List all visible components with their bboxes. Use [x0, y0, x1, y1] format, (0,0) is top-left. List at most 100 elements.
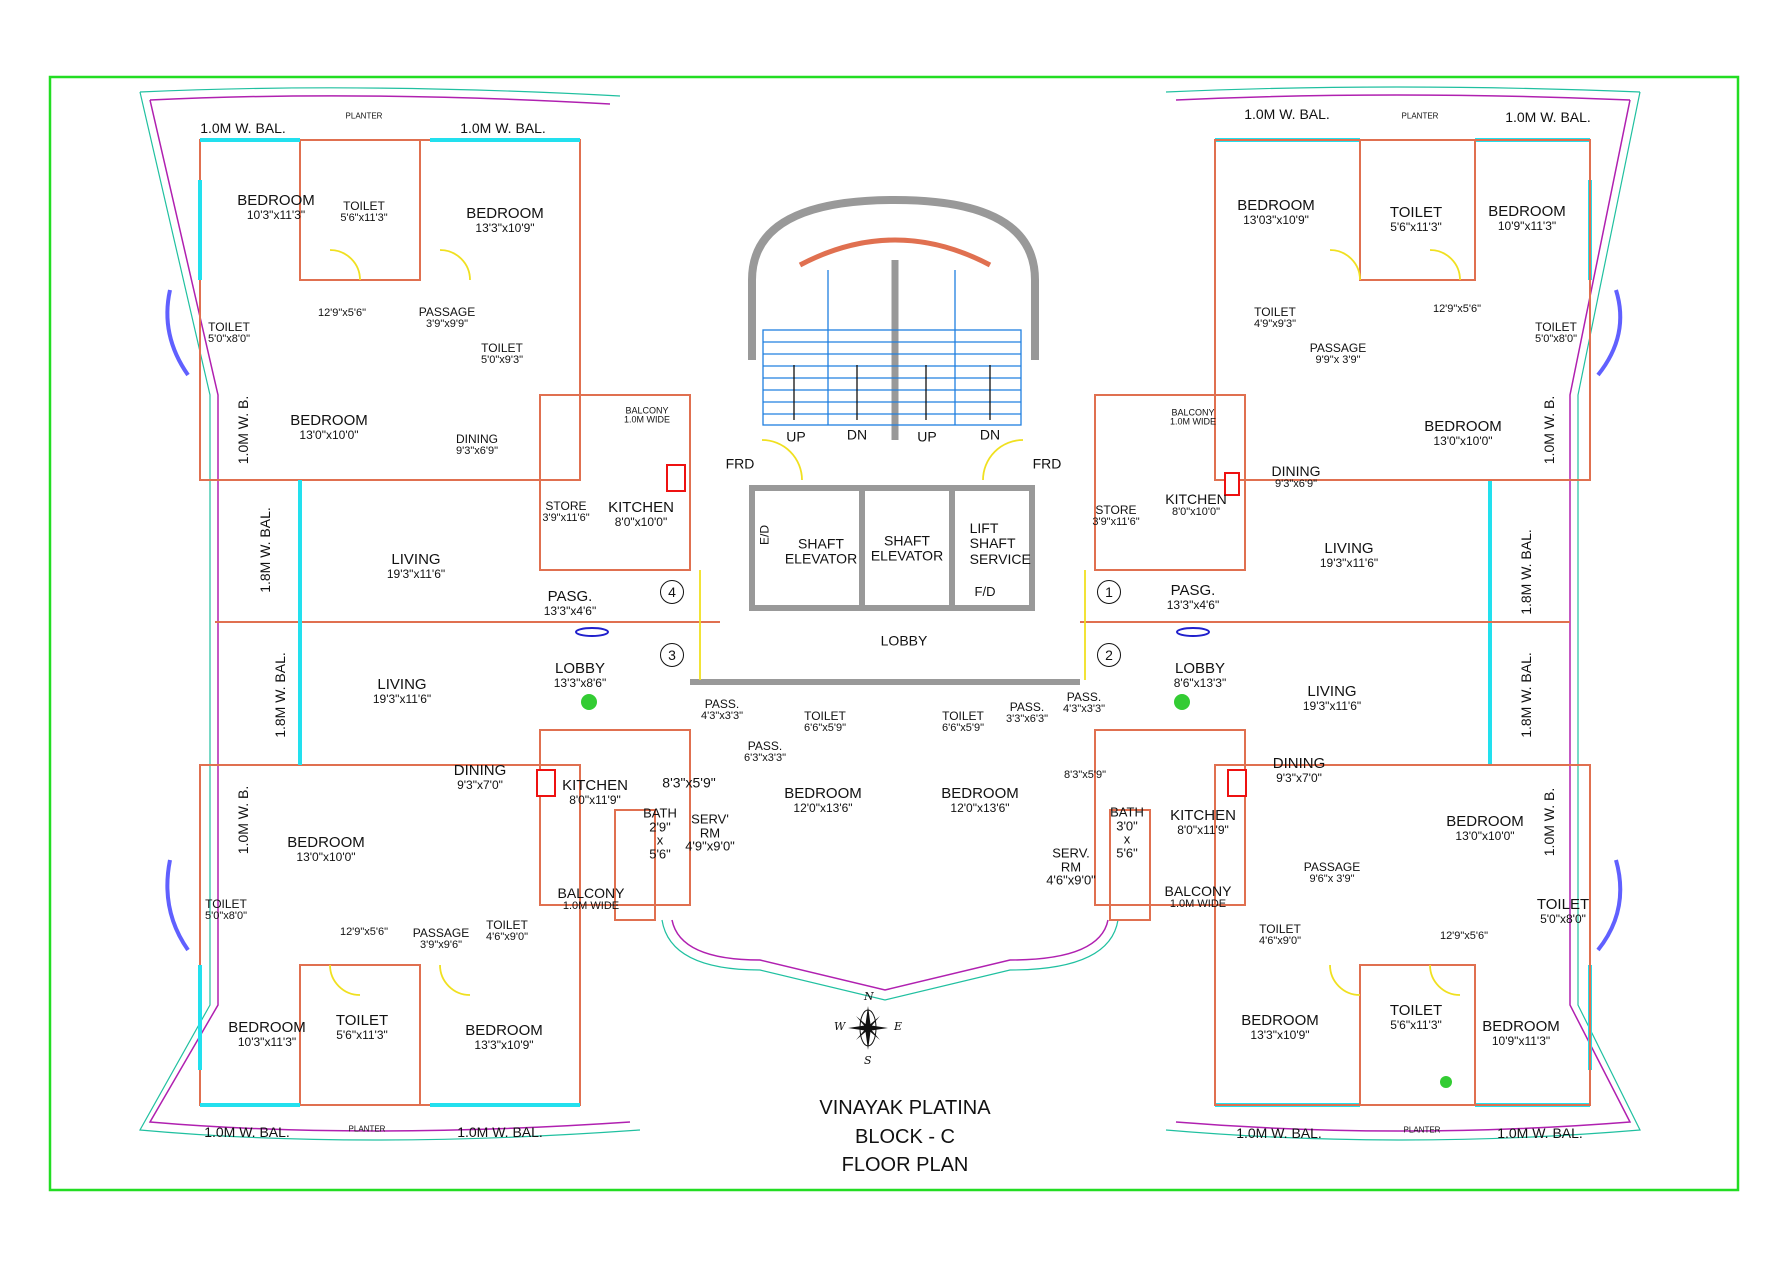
planter-label: PLANTER [345, 111, 383, 121]
left-flat-walls [199, 139, 720, 1106]
room-label-dress: 12'9"x5'6" [1439, 930, 1489, 943]
room-label-dress: 12'9"x5'6" [339, 926, 389, 939]
room-label-passage: PASS.4'3"x3'3" [1063, 689, 1105, 715]
room-label-passage: PASS.4'3"x3'3" [701, 696, 743, 722]
right-flat-walls [1080, 139, 1591, 1106]
stair-label-dn-2: DN [979, 426, 1001, 443]
plant-symbols [581, 694, 1452, 1088]
planter-label: PLANTER [1401, 111, 1439, 121]
wash-balcony-label: 1.0M W. B. [1541, 395, 1557, 465]
balcony-label: 1.0M W. BAL. [1505, 109, 1591, 125]
room-label-passage: PASG.13'3"x4'6" [543, 587, 597, 618]
wash-balcony-label: 1.0M W. B. [235, 785, 251, 855]
balcony-label: 1.8M W. BAL. [257, 507, 273, 593]
hob-symbols [536, 464, 1247, 797]
balcony-label: 1.0M W. BAL. [1497, 1125, 1583, 1141]
door-swings [329, 249, 1461, 996]
ceiling-light-symbols [575, 627, 1210, 637]
main-lobby-label: LOBBY [880, 632, 928, 649]
stair-treads [762, 270, 1022, 426]
wash-balcony-label: 1.0M W. B. [1541, 787, 1557, 857]
balcony-label: 1.0M W. BAL. [200, 120, 286, 136]
room-label-passage: PASS.3'3"x6'3" [1006, 699, 1048, 725]
north-arrow-icon: N S W E [834, 990, 903, 1067]
stair-arrows [793, 365, 991, 420]
center-balcony-railing [671, 919, 1109, 991]
right-wing-outline [1165, 86, 1641, 1141]
fire-duct-label: F/D [974, 583, 996, 599]
sheet-title: FLOOR PLAN [841, 1154, 969, 1176]
room-label-dress: 12'9"x5'6" [1432, 303, 1482, 316]
balcony-label: 1.0M W. BAL. [204, 1124, 290, 1140]
stair-core [748, 195, 1039, 611]
room-label-passage: PASG.13'3"x4'6" [1166, 581, 1220, 612]
wash-balcony-label: 1.0M W. B. [235, 395, 251, 465]
balcony-label: 1.8M W. BAL. [1518, 652, 1534, 738]
block-title: BLOCK - C [854, 1126, 956, 1148]
flat-number-2: 2 [1097, 643, 1121, 667]
fire-door-left: FRD [725, 455, 755, 472]
room-label-dress: 12'9"x5'6" [317, 307, 367, 320]
balcony-label: 1.8M W. BAL. [1518, 529, 1534, 615]
balcony-label: 1.0M W. BAL. [457, 1124, 543, 1140]
room-label-utility: 8'3"x5'9" [662, 774, 716, 791]
stair-label-up-1: UP [786, 428, 806, 445]
balcony-label: 1.0M W. BAL. [460, 120, 546, 136]
balcony-label: 1.0M W. BAL. [1236, 1125, 1322, 1141]
